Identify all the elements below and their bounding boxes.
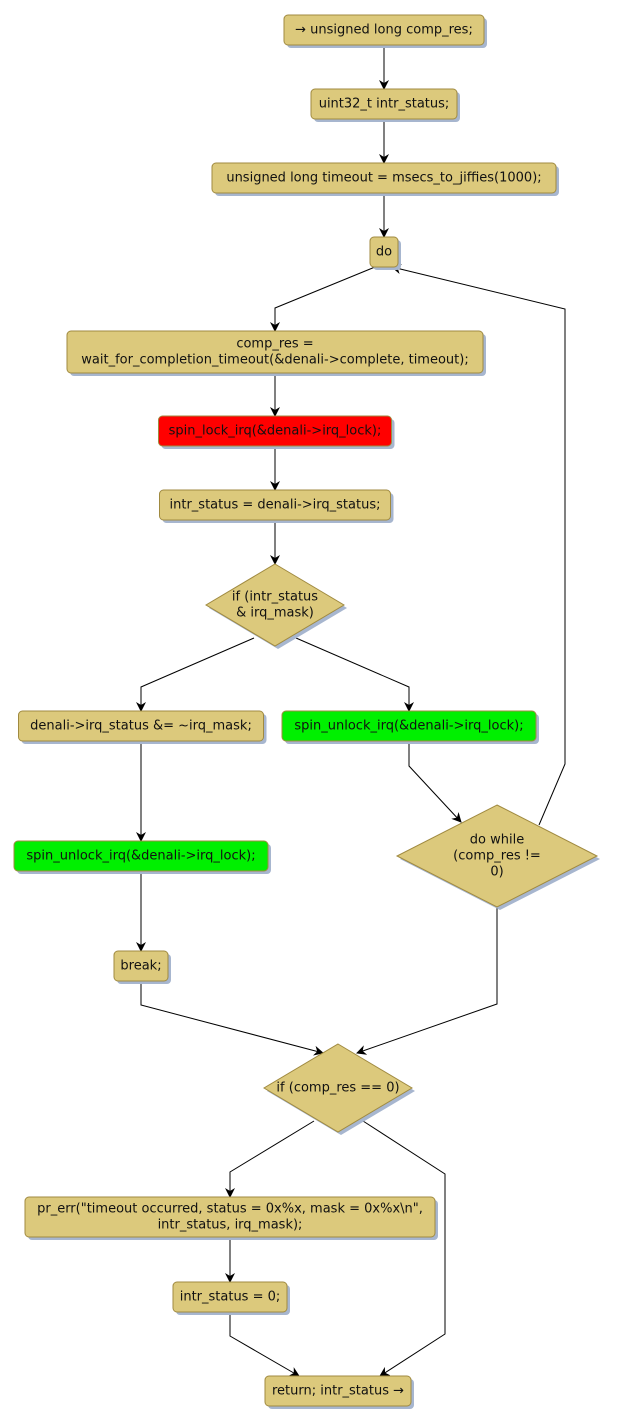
node-box: [24, 1196, 436, 1238]
step-read-status: intr_status = denali->irq_status;: [159, 489, 394, 523]
node-label: break;: [120, 959, 161, 974]
edge-unlock-right-to-do-while: [408, 741, 462, 823]
node-box: [172, 1281, 288, 1313]
step-clear-mask: denali->irq_status &= ~irq_mask;: [18, 710, 267, 744]
edge-do-while-to-do: [391, 264, 566, 826]
edge-if-zero-to-return: [362, 1120, 446, 1377]
step-return: return; intr_status →: [264, 1375, 414, 1409]
edge-do-while-to-if-zero: [356, 907, 498, 1055]
node-label: unsigned long timeout = msecs_to_jiffies…: [226, 171, 541, 186]
node-label: uint32_t intr_status;: [319, 97, 450, 112]
step-wait: comp_res =wait_for_completion_timeout(&d…: [66, 330, 486, 376]
node-box: [310, 88, 458, 120]
node-box: [211, 162, 557, 194]
nodes-layer: → unsigned long comp_res; uint32_t intr_s…: [13, 14, 600, 1409]
node-label: & irq_mask): [236, 606, 314, 621]
step-zero: intr_status = 0;: [172, 1281, 290, 1315]
edge-do-to-wait: [270, 266, 376, 332]
step-intr-decl: uint32_t intr_status;: [310, 88, 460, 122]
node-label: denali->irq_status &= ~irq_mask;: [30, 719, 252, 734]
node-diamond: [263, 1043, 413, 1133]
node-label: do while: [470, 833, 524, 848]
node-label: return; intr_status →: [272, 1384, 404, 1399]
edge-zero-to-return: [229, 1312, 300, 1377]
decision-do-while: do while(comp_res !=0): [395, 804, 600, 910]
node-box: [283, 14, 485, 46]
step-pr-err: pr_err("timeout occurred, status = 0x%x,…: [24, 1196, 438, 1240]
node-label: do: [376, 245, 392, 260]
node-box: [281, 710, 537, 742]
node-label: spin_unlock_irq(&denali->irq_lock);: [294, 719, 523, 734]
edge-break-to-if-zero: [140, 981, 324, 1056]
step-break: break;: [113, 950, 171, 984]
node-label: intr_status, irq_mask);: [158, 1218, 303, 1233]
node-label: → unsigned long comp_res;: [295, 23, 473, 38]
node-box: [158, 415, 392, 447]
node-label: pr_err("timeout occurred, status = 0x%x,…: [37, 1202, 423, 1217]
node-label: spin_lock_irq(&denali->irq_lock);: [169, 424, 382, 439]
node-box: [264, 1375, 412, 1407]
edge-if-mask-to-clear-mask: [136, 637, 255, 712]
step-start: → unsigned long comp_res;: [283, 14, 487, 48]
node-diamond: [395, 804, 599, 908]
node-box: [18, 710, 264, 742]
node-label: intr_status = denali->irq_status;: [170, 498, 381, 513]
node-label: if (comp_res == 0): [276, 1081, 399, 1096]
step-unlock-left: spin_unlock_irq(&denali->irq_lock);: [13, 840, 271, 874]
node-box: [13, 840, 269, 872]
edge-if-mask-to-unlock-right: [295, 637, 414, 712]
node-box: [113, 950, 169, 982]
node-box: [159, 489, 391, 521]
node-label: (comp_res !=: [453, 849, 541, 864]
node-label: if (intr_status: [232, 590, 318, 605]
step-do: do: [369, 236, 401, 270]
edge-if-zero-to-pr-err: [225, 1120, 315, 1198]
node-label: intr_status = 0;: [180, 1290, 281, 1305]
decision-if-mask: if (intr_status& irq_mask): [205, 563, 347, 649]
step-timeout-decl: unsigned long timeout = msecs_to_jiffies…: [211, 162, 559, 196]
node-label: comp_res =: [236, 337, 313, 352]
node-label: wait_for_completion_timeout(&denali->com…: [81, 353, 468, 368]
node-box: [66, 330, 484, 374]
edges-layer: [136, 45, 566, 1377]
node-diamond: [205, 563, 345, 647]
decision-if-zero: if (comp_res == 0): [263, 1043, 415, 1135]
node-box: [369, 236, 399, 268]
node-label: 0): [490, 865, 503, 880]
step-lock: spin_lock_irq(&denali->irq_lock);: [158, 415, 395, 449]
step-unlock-right: spin_unlock_irq(&denali->irq_lock);: [281, 710, 539, 744]
node-label: spin_unlock_irq(&denali->irq_lock);: [26, 849, 255, 864]
